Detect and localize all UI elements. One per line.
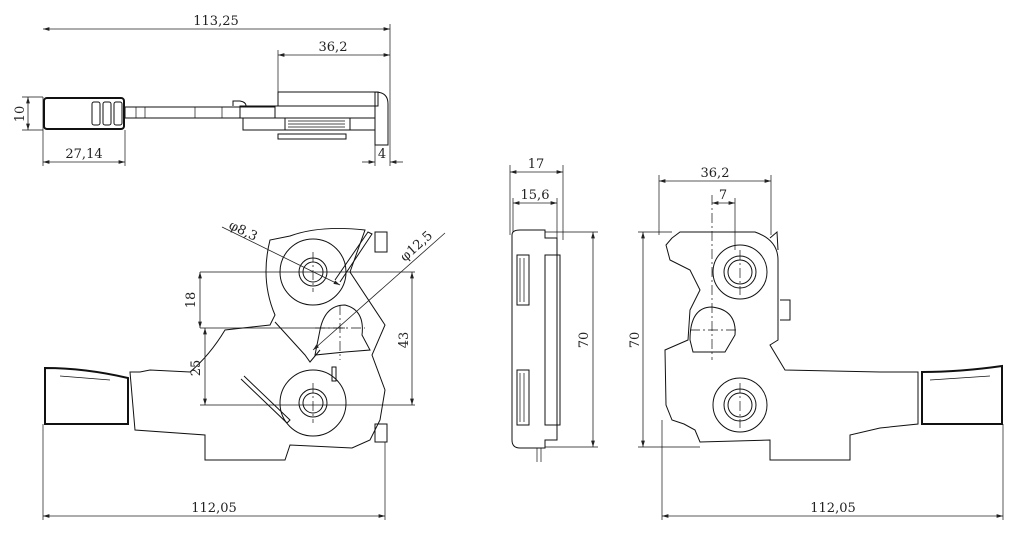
- dim-pivot-spacing: 43: [397, 332, 412, 349]
- spring-coil: [516, 254, 530, 306]
- side-view: 17 15,6 70: [509, 157, 598, 462]
- dim-overall-length: 113,25: [193, 14, 239, 29]
- grip-rib: [102, 101, 112, 126]
- housing-top: [277, 91, 379, 107]
- dim-overall-length-front: 112,05: [191, 501, 237, 516]
- upper-bushing: [712, 244, 768, 300]
- dim-upper-spacing: 18: [184, 292, 199, 309]
- dim-housing-width: 36,2: [319, 40, 348, 55]
- dim-small-diameter: φ8,3: [226, 218, 259, 245]
- dim-inner-depth: 15,6: [521, 188, 550, 203]
- striker-bolt: [314, 304, 371, 356]
- dim-handle-length: 27,14: [65, 147, 102, 162]
- front-view: 18 25 43 φ8,3 φ12,5 112,05: [42, 218, 446, 520]
- dim-large-diameter: φ12,5: [398, 228, 436, 265]
- lower-bushing: [712, 377, 768, 433]
- dim-overall-depth: 17: [528, 157, 545, 172]
- handle-grip: [921, 364, 1003, 425]
- dim-rear-height: 70: [628, 332, 643, 349]
- top-view: 113,25 36,2 10 27,14 4: [13, 14, 403, 166]
- side-housing: [511, 229, 558, 449]
- dim-flange: 4: [378, 147, 386, 162]
- dim-lower-spacing: 25: [189, 360, 204, 377]
- striker-bolt: [689, 306, 736, 353]
- spring-coil: [284, 117, 351, 131]
- dim-offset: 7: [719, 188, 727, 203]
- spring-coil: [516, 369, 530, 426]
- dim-overall-length-rear: 112,05: [810, 501, 856, 516]
- diameter-leader: [221, 226, 341, 286]
- housing-flange: [374, 91, 389, 146]
- dim-height: 10: [13, 106, 28, 123]
- dim-side-height: 70: [577, 332, 592, 349]
- handle-grip: [43, 97, 125, 130]
- rear-view: 36,2 7 70 112,05: [628, 166, 1004, 520]
- lever-bar: [124, 106, 276, 119]
- diameter-leader: [312, 232, 446, 351]
- spring-arm: [240, 375, 291, 424]
- housing-body: [664, 231, 919, 461]
- lower-rotor: [279, 369, 347, 437]
- spring-arm: [334, 231, 373, 283]
- grip-rib: [91, 101, 101, 126]
- handle-grip: [44, 366, 129, 425]
- grip-rib: [113, 101, 123, 126]
- dim-rear-housing-width: 36,2: [701, 166, 730, 181]
